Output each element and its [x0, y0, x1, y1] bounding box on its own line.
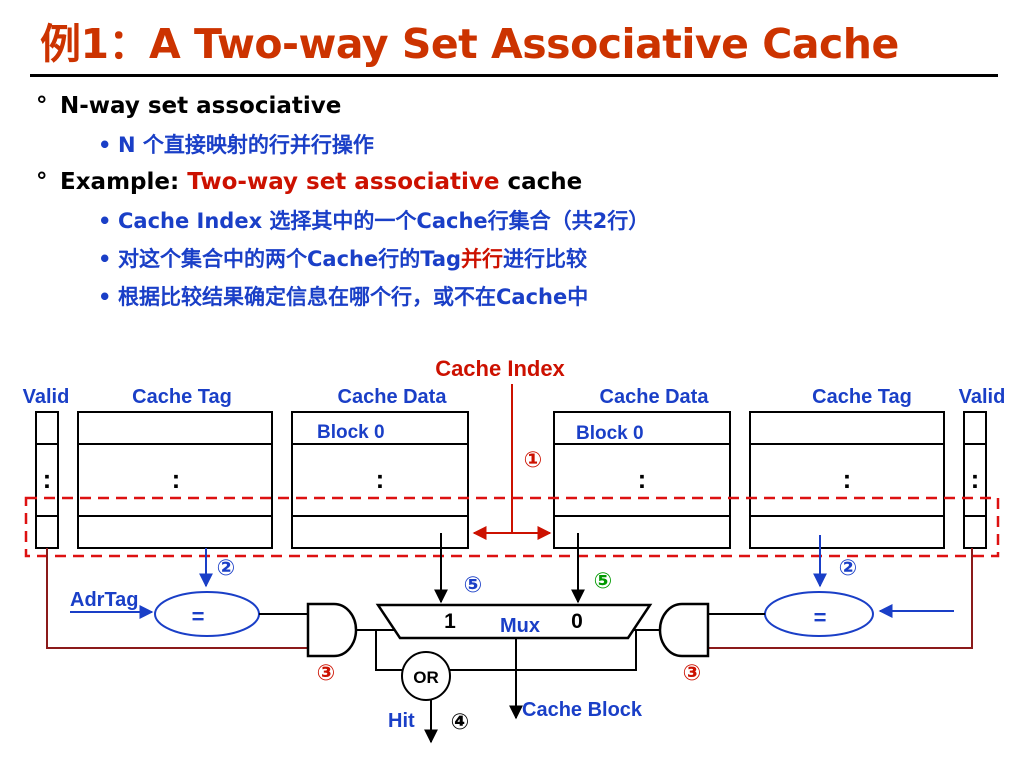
right-valid-wire	[708, 548, 973, 649]
left-valid-header: Valid	[23, 386, 70, 408]
bullet-mark: °	[36, 93, 48, 119]
left-comparator	[154, 591, 260, 637]
title-divider	[30, 74, 998, 77]
sub-bullet-text-highlight: 并行	[461, 247, 504, 271]
mux-input-0: 0	[571, 610, 583, 633]
cache-index-label: Cache Index	[435, 356, 565, 381]
right-and-to-or-wire	[450, 630, 637, 671]
left-step3-label: ③	[317, 660, 336, 685]
bullet-text: N-way set associative	[60, 93, 342, 119]
left-and-gate	[306, 602, 358, 658]
bullet-example: ° Example: Two-way set associative cache	[30, 166, 990, 204]
sub-bullet-text: 根据比较结果确定信息在哪个行，或不在Cache中	[118, 285, 589, 309]
right-comparator-symbol: =	[814, 605, 827, 630]
sub-bullet-text: N 个直接映射的行并行操作	[118, 133, 374, 157]
or-gate	[401, 651, 451, 701]
ellipsis: :	[638, 464, 647, 494]
sub-bullet-mark: •	[98, 209, 112, 233]
right-valid-header: Valid	[959, 386, 1006, 408]
ellipsis: :	[376, 464, 385, 494]
sub-bullet-text: Cache Index 选择其中的一个Cache行集合（共2行）	[118, 209, 650, 233]
right-data-array	[553, 411, 731, 549]
page-title: 例1：A Two-way Set Associative Cache	[40, 20, 899, 68]
right-data-header: Cache Data	[600, 386, 710, 408]
right-tag-array	[749, 411, 945, 549]
right-valid-array	[963, 411, 987, 549]
left-valid-wire	[46, 548, 308, 649]
bullet-n-way: ° N-way set associative	[30, 90, 990, 128]
bullet-text-suffix: cache	[499, 169, 583, 195]
cache-block-label: Cache Block	[522, 699, 643, 721]
sub-bullet-mark: •	[98, 247, 112, 271]
left-comparator-symbol: =	[192, 604, 205, 629]
bullet-text-highlight: Two-way set associative	[187, 169, 500, 195]
right-step2-label: ②	[839, 555, 858, 580]
step1-label: ①	[524, 447, 543, 472]
mux-label: Mux	[500, 615, 540, 637]
left-block0-label: Block 0	[317, 422, 385, 443]
right-block0-label: Block 0	[576, 423, 644, 444]
ellipsis: :	[172, 464, 181, 494]
sub-bullet-compare: • 对这个集合中的两个Cache行的Tag并行进行比较	[30, 242, 990, 280]
sub-bullet-n-way: • N 个直接映射的行并行操作	[30, 128, 990, 166]
sub-bullet-text-pre: 对这个集合中的两个Cache行的Tag	[118, 247, 462, 271]
sub-bullet-mark: •	[98, 133, 112, 157]
left-step5-label: ⑤	[464, 572, 483, 597]
mux	[375, 603, 653, 640]
adrtag-label: AdrTag	[70, 589, 139, 611]
left-data-header: Cache Data	[338, 386, 448, 408]
bullet-list: ° N-way set associative • N 个直接映射的行并行操作 …	[30, 90, 990, 318]
ellipsis: :	[43, 464, 52, 494]
hit-label: Hit	[388, 710, 415, 732]
right-and-gate	[658, 602, 710, 658]
right-tag-header: Cache Tag	[812, 386, 912, 408]
ellipsis: :	[843, 464, 852, 494]
sub-bullet-result: • 根据比较结果确定信息在哪个行，或不在Cache中	[30, 280, 990, 318]
sub-bullet-mark: •	[98, 285, 112, 309]
or-gate-label: OR	[413, 668, 439, 687]
left-data-array	[291, 411, 469, 549]
left-tag-array	[77, 411, 273, 549]
right-step3-label: ③	[683, 660, 702, 685]
bullet-mark: °	[36, 169, 48, 195]
bullet-text-prefix: Example:	[60, 169, 188, 195]
step4-label: ④	[451, 709, 470, 734]
left-tag-header: Cache Tag	[132, 386, 232, 408]
sub-bullet-text-post: 进行比较	[503, 247, 588, 271]
selected-set-outline	[24, 496, 1000, 558]
sub-bullet-index: • Cache Index 选择其中的一个Cache行集合（共2行）	[30, 204, 990, 242]
left-and-to-or-wire	[375, 630, 402, 671]
left-step2-label: ②	[217, 555, 236, 580]
right-step5-label: ⑤	[594, 568, 613, 593]
mux-input-1: 1	[444, 610, 456, 633]
ellipsis: :	[971, 464, 980, 494]
